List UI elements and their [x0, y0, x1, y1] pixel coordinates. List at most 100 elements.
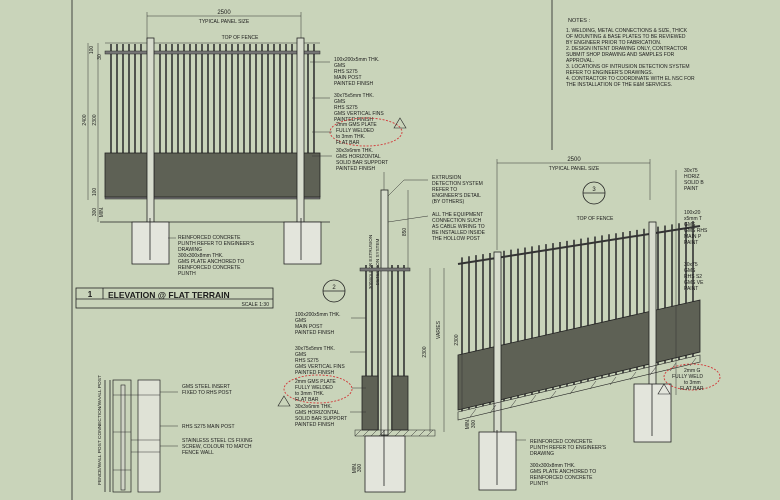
section-detail-middle: 2 300mm FOR EXTRUSION DETECTION SYSTEM 8…	[277, 172, 486, 493]
ext-label-3: ENGINEER'S DETAIL	[432, 193, 481, 199]
slope-plinth-4: GMS PLATE ANCHORED TO	[530, 469, 596, 475]
note-line-2: BY ENGINEER PRIOR TO FABRICATION.	[566, 40, 661, 46]
slope-right-1: HORIZ	[684, 174, 700, 180]
dim-left-300: 300	[92, 208, 98, 217]
mid-fins-2: RHS S275	[295, 358, 319, 364]
mid-post-0: 100x200x5mm THK.	[295, 312, 340, 318]
callout-3-number: 3	[592, 187, 596, 193]
revision-cloud-mid	[283, 374, 353, 404]
equip-label-1: CONNECTION SUCH	[432, 218, 482, 224]
bottom-plate-left-c	[302, 152, 321, 198]
slope-right-8: MAIN P	[684, 234, 702, 240]
slope-right-14: PAINT	[684, 286, 698, 292]
wall-label-0a: GMS STEEL INSERT	[182, 384, 230, 390]
label-post-0: 100x200x5mm THK.	[334, 57, 379, 63]
mid-post-2: MAIN POST	[295, 324, 323, 330]
note-line-0: 1. WELDING, METAL CONNECTIONS & SIZE, TH…	[566, 28, 688, 34]
note-line-7: REFER TO ENGINEER'S DRAWINGS.	[566, 70, 653, 76]
mid-fins-3: GMS VERTICAL FINS	[295, 364, 345, 370]
equip-label-0: ALL THE EQUIPMENT	[432, 212, 483, 218]
title-block-1: 1 ELEVATION @ FLAT TERRAIN SCALE 1:30	[75, 287, 274, 309]
label-plate-1: FULLY WELDED	[336, 128, 374, 134]
label-bar-2: SOLID BAR SUPPORT	[336, 160, 388, 166]
bottom-plate-left-b	[153, 152, 299, 198]
mid-bar-0: 30x3x6mm THK.	[295, 404, 332, 410]
mid-bar-1: GMS HORIZONTAL	[295, 410, 340, 416]
dim-left-30: 30	[97, 54, 103, 60]
title-number: 1	[88, 290, 93, 299]
slope-bottom-plate	[457, 299, 701, 411]
dim-left-2400: 2400	[82, 114, 88, 125]
note-line-3: 2. DESIGN INTENT DRAWING ONLY, CONTRACTO…	[566, 46, 688, 52]
label-bar-3: PAINTED FINISH	[336, 166, 375, 172]
label-plinth-1: PLINTH REFER TO ENGINEER'S	[178, 241, 255, 247]
dim-left-min: MIN.	[99, 207, 105, 218]
slope-dim-2300: 2300	[454, 334, 460, 345]
dim-850: 850	[402, 228, 408, 237]
slope-right-9: PAINT	[684, 240, 698, 246]
notes-heading: NOTES :	[568, 18, 590, 24]
slope-plinth-2: DRAWING	[530, 451, 554, 457]
label-post-4: PAINTED FINISH	[334, 81, 373, 87]
slope-post-left	[493, 251, 502, 436]
mid-plate-3: FLAT BAR	[295, 397, 319, 403]
ext-label-0: EXTRUSION	[432, 175, 462, 181]
slope-right-2: SOLID B	[684, 180, 704, 186]
bottom-plate-left-a	[104, 152, 149, 198]
section-plinth	[364, 435, 406, 493]
slope-right-10: 30x75	[684, 262, 698, 268]
wall-label-2c: FENCE WALL	[182, 450, 214, 456]
wall-detail-side-label: FENCE/WALL POST CONNECTION/WAALL POST	[97, 375, 103, 485]
slope-plinth-3: 300x300x8mm THK.	[530, 463, 575, 469]
dim-300-mid: 300	[357, 464, 363, 473]
slope-right-3: PAINT	[684, 186, 698, 192]
label-plinth-3: 300x300x8mm THK.	[178, 253, 223, 259]
note-line-9: THE INSTALLATION OF THE E&M SERVICES.	[566, 82, 672, 88]
mid-plate-1: FULLY WELDED	[295, 385, 333, 391]
slope-right-13: GMS VE	[684, 280, 704, 286]
slope-right-5: x5mm T	[684, 216, 702, 222]
section-panel-left	[361, 375, 379, 431]
slope-plinth-left	[478, 431, 517, 491]
slope-right-16: FULLY WELD	[672, 374, 703, 380]
dim-left-2300: 2300	[92, 114, 98, 125]
label-plinth-4: GMS PLATE ANCHORED TO	[178, 259, 244, 265]
wall-label-2a: STAINLESS STEEL CS FIXING	[182, 438, 253, 444]
title-text: ELEVATION @ FLAT TERRAIN	[108, 290, 230, 300]
slope-top-of-fence: TOP OF FENCE	[577, 216, 614, 222]
mid-fins-0: 30x75x5mm THK.	[295, 346, 335, 352]
revision-triangle-slope	[657, 383, 671, 395]
wall-connection-detail: FENCE/WALL POST CONNECTION/WAALL POST GM…	[97, 375, 253, 493]
detection-post	[380, 189, 389, 436]
slope-dim-top: 2500	[567, 157, 581, 163]
mid-plate-2: to 3mm THK.	[295, 391, 324, 397]
title-scale: SCALE 1:30	[241, 302, 269, 308]
wall-label-1a: RHS S275 MAIN POST	[182, 424, 235, 430]
top-of-fence-label: TOP OF FENCE	[222, 35, 259, 41]
dim-top: 2500	[217, 10, 231, 16]
slope-plinth-1: PLINTH REFER TO ENGINEER'S	[530, 445, 607, 451]
notes-block: NOTES : 1. WELDING, METAL CONNECTIONS & …	[566, 18, 695, 88]
label-plate-3: FLAT BAR	[336, 140, 360, 146]
equip-label-2: AS CABLE WIRING TO	[432, 224, 485, 230]
dim-2300-mid: 2300	[422, 346, 428, 357]
label-plate-2: to 3mm THK.	[336, 134, 365, 140]
wall-label-0b: FIXED TO RHS POST	[182, 390, 232, 396]
vertical-label-1: DETECTION SYSTEM	[375, 238, 380, 285]
label-bar-0: 30x3x6mm THK.	[336, 148, 373, 154]
dim-top-sub: TYPICAL PANEL SIZE	[199, 19, 250, 25]
slope-right-0: 30x75	[684, 168, 698, 174]
label-fins-0: 30x75x5mm THK.	[334, 93, 374, 99]
equip-label-4: THE HOLLOW POST	[432, 236, 480, 242]
callout-2-number: 2	[332, 285, 336, 291]
note-line-6: 3. LOCATIONS OF INTRUSION DETECTION SYST…	[566, 64, 690, 70]
dim-left-100: 100	[89, 46, 95, 55]
slope-right-6: GMS	[684, 222, 696, 228]
slope-right-7: GMS RHS	[684, 228, 708, 234]
mid-post-1: GMS	[295, 318, 307, 324]
slope-plinth-5: REINFORCED CONCRETE	[530, 475, 593, 481]
label-plinth-5: REINFORCED CONCRETE	[178, 265, 241, 271]
label-plate-0: 2mm GMS PLATE	[336, 122, 377, 128]
